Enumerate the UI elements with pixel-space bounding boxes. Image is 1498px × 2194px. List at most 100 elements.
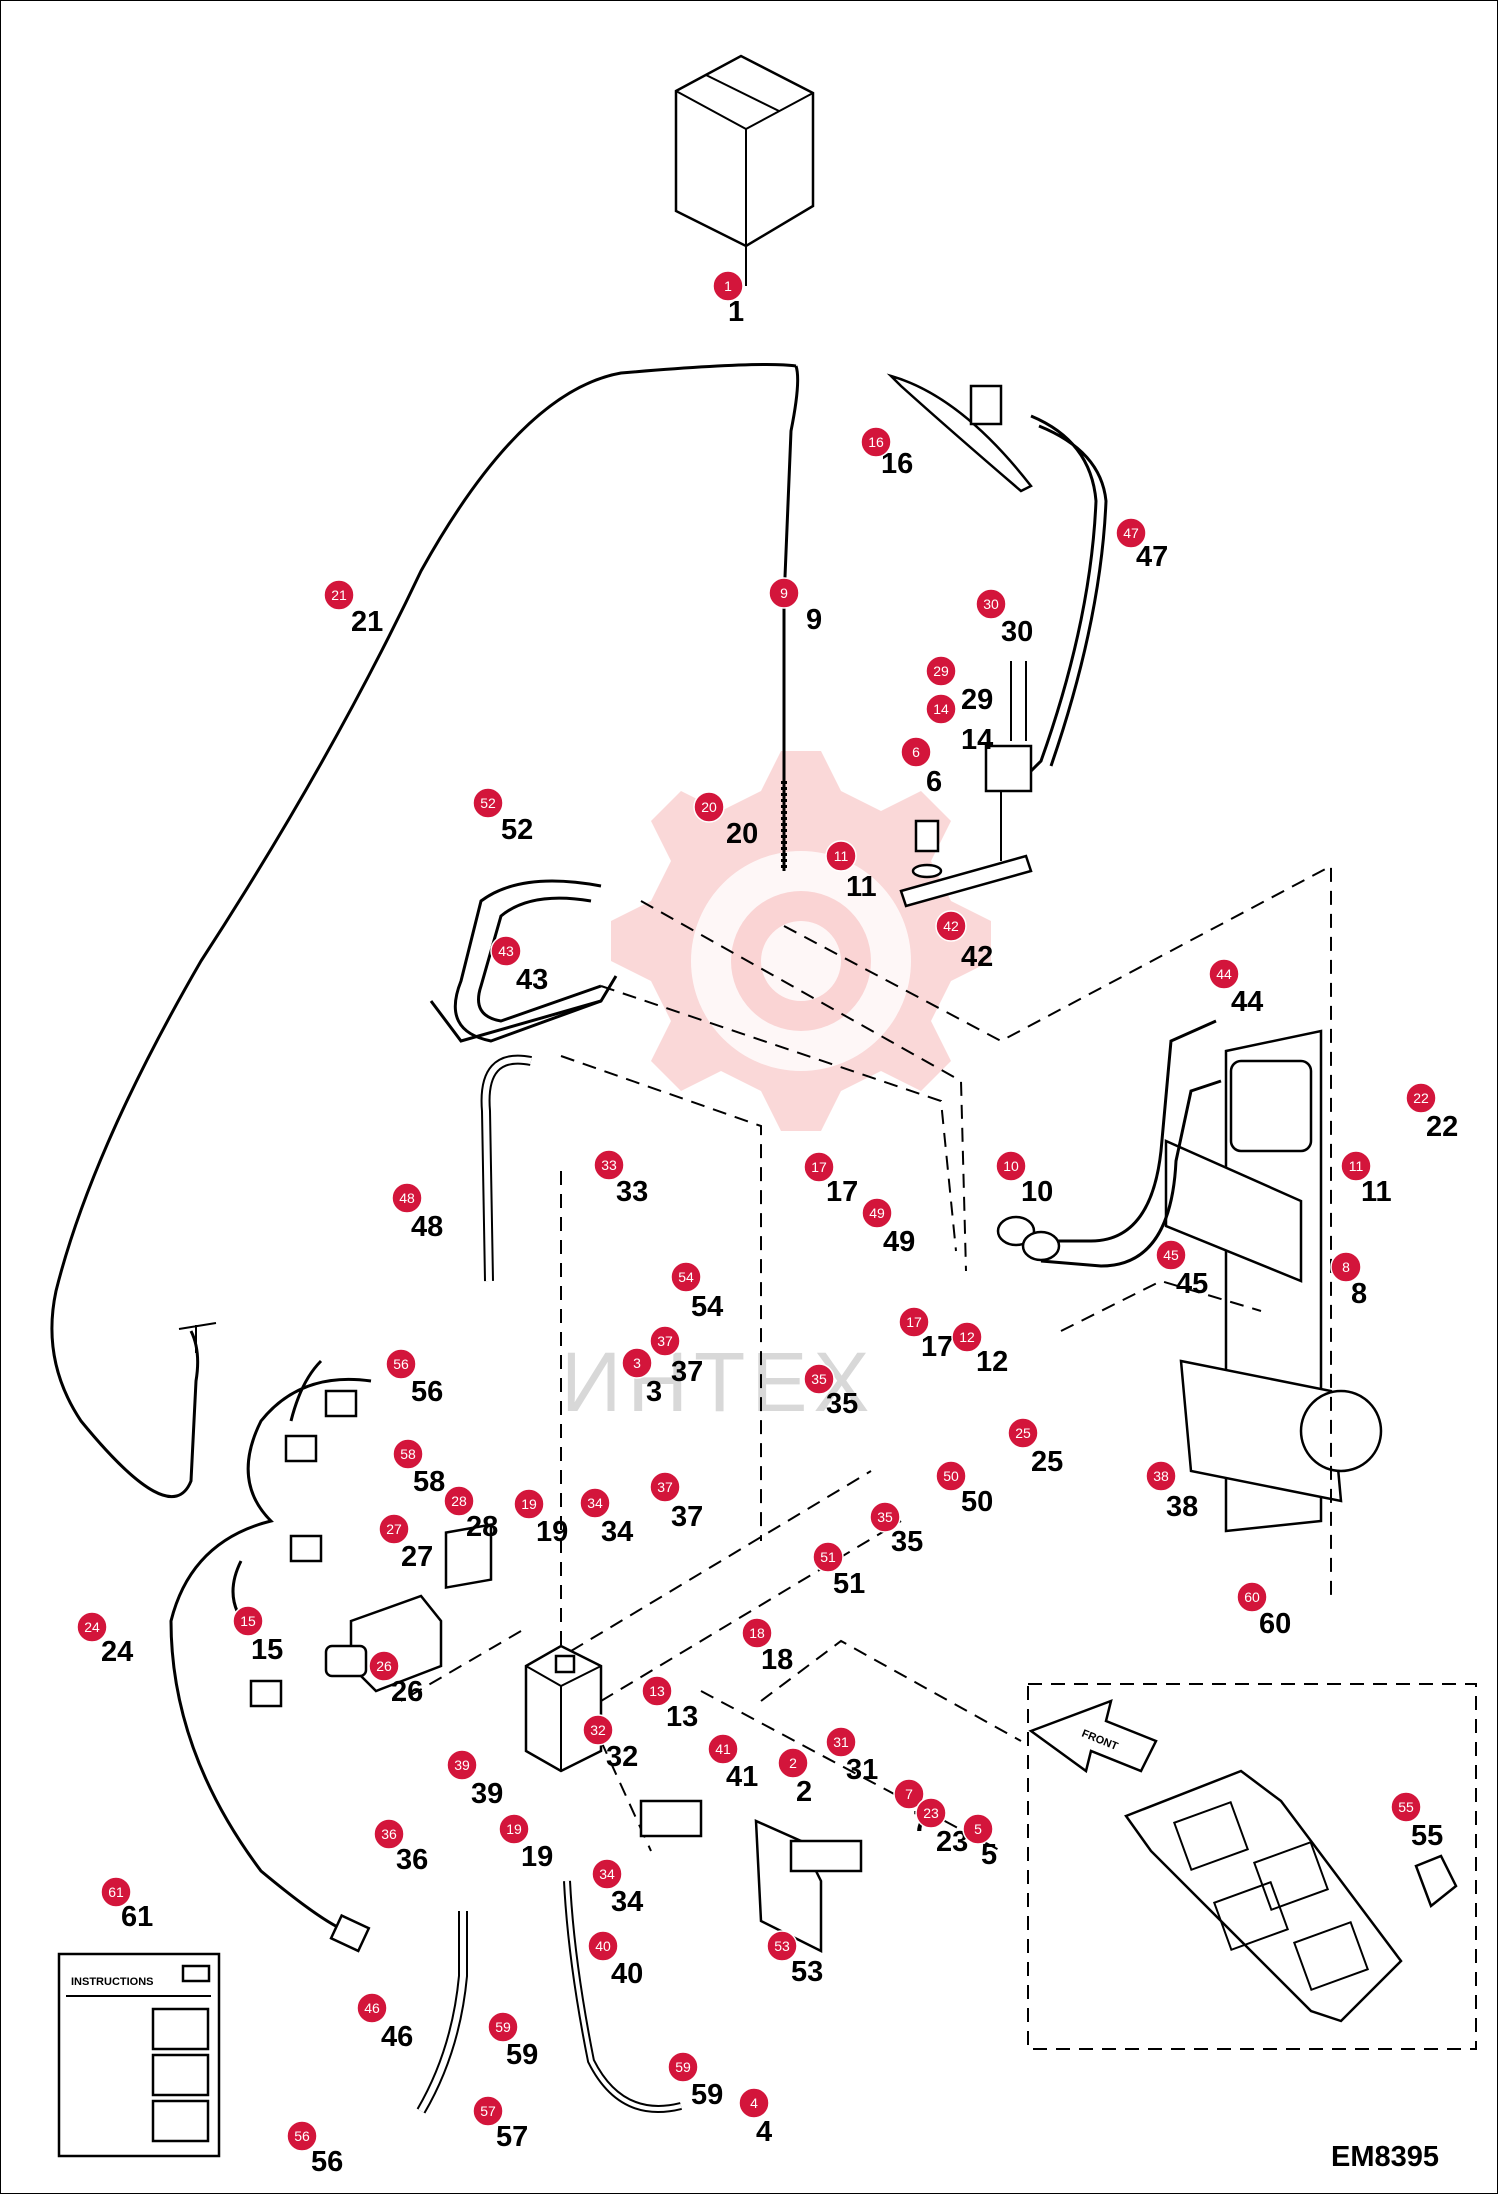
- callout-badge-number: 36: [381, 1826, 397, 1842]
- control-cable: [50, 363, 800, 1499]
- callout-badge-dot: [621, 1347, 653, 1379]
- callout-badge-dot: [1236, 1581, 1268, 1613]
- callout-number-label: 28: [466, 1511, 498, 1543]
- callout-badge-number: 1: [724, 278, 732, 294]
- callout-badge-dot: [490, 935, 522, 967]
- callout-number-label: 59: [691, 2079, 723, 2111]
- callout-badge-dot: [1007, 1417, 1039, 1449]
- callout-badge-dot: [768, 577, 800, 609]
- callout-badge-dot: [392, 1438, 424, 1470]
- callout-number-label: 61: [121, 1901, 153, 1933]
- callout-badge-dot: [587, 1930, 619, 1962]
- callout-badge-dot: [667, 2051, 699, 2083]
- part-hydraulic-tubes: [429, 879, 618, 1043]
- callout-badge-dot: [869, 1501, 901, 1533]
- callout-number-label: 17: [826, 1176, 858, 1208]
- callout-badge-number: 46: [364, 2000, 380, 2016]
- callout-badge-dot: [803, 1151, 835, 1183]
- callout-badge-dot: [373, 1818, 405, 1850]
- callout-badge-dot: [385, 1348, 417, 1380]
- callout-number-label: 34: [601, 1516, 633, 1548]
- callout-number-label: 52: [501, 814, 533, 846]
- callout-2: 22: [777, 1747, 812, 1808]
- callout-badge-number: 53: [774, 1938, 790, 1954]
- callout-badge-number: 16: [868, 434, 884, 450]
- callout-badge-dot: [1340, 1150, 1372, 1182]
- callout-badge-dot: [825, 1726, 857, 1758]
- callout-number-label: 38: [1166, 1491, 1198, 1523]
- callout-badge-number: 18: [749, 1625, 765, 1641]
- callout-number-label: 53: [791, 1956, 823, 1988]
- callout-badge-dot: [1405, 1082, 1437, 1114]
- callout-badge-number: 3: [633, 1355, 641, 1371]
- callout-badge-dot: [712, 270, 744, 302]
- callout-number-label: 50: [961, 1486, 993, 1518]
- callout-number-label: 51: [833, 1568, 865, 1600]
- part-pedal-bracket: [899, 661, 1033, 908]
- connector-56: [324, 1389, 358, 1418]
- inset-front-view: FRONT: [1027, 1683, 1477, 2050]
- callout-4: 44: [738, 2087, 772, 2148]
- callout-badge-dot: [925, 655, 957, 687]
- callout-badge-number: 7: [905, 1786, 913, 1802]
- callout-badge-number: 20: [701, 799, 717, 815]
- callout-number-label: 4: [756, 2116, 772, 2148]
- callout-number-label: 19: [521, 1841, 553, 1873]
- callout-badge-number: 19: [521, 1496, 537, 1512]
- callout-number-label: 6: [926, 766, 942, 798]
- callout-badge-number: 45: [1163, 1247, 1179, 1263]
- callout-number-label: 3: [646, 1376, 662, 1408]
- callout-badge-number: 56: [294, 2128, 310, 2144]
- callout-number-label: 25: [1031, 1446, 1063, 1478]
- callout-number-label: 46: [381, 2021, 413, 2053]
- callout-badge-number: 27: [386, 1521, 402, 1537]
- callout-6: 66: [900, 736, 942, 798]
- callout-badge-dot: [812, 1541, 844, 1573]
- callout-badge-number: 60: [1244, 1589, 1260, 1605]
- callout-badge-number: 10: [1003, 1158, 1019, 1174]
- callout-number-label: 9: [806, 604, 822, 636]
- callout-badge-number: 22: [1413, 1090, 1429, 1106]
- callout-badge-number: 55: [1398, 1799, 1414, 1815]
- callout-number-label: 48: [411, 1211, 443, 1243]
- callout-badge-number: 59: [675, 2059, 691, 2075]
- callout-badge-number: 24: [84, 1619, 100, 1635]
- callout-badge-dot: [898, 1306, 930, 1338]
- callout-badge-number: 25: [1015, 1425, 1031, 1441]
- callout-number-label: 13: [666, 1701, 698, 1733]
- callout-badge-number: 37: [657, 1479, 673, 1495]
- callout-badge-dot: [1115, 517, 1147, 549]
- callout-number-label: 43: [516, 964, 548, 996]
- callout-number-label: 40: [611, 1958, 643, 1990]
- callout-badge-dot: [777, 1747, 809, 1779]
- callout-badge-number: 52: [480, 795, 496, 811]
- part-tube-fittings: [996, 1019, 1222, 1268]
- callout-number-label: 18: [761, 1644, 793, 1676]
- callout-badge-number: 32: [590, 1722, 606, 1738]
- callout-badge-number: 41: [715, 1741, 731, 1757]
- callout-badge-dot: [1155, 1239, 1187, 1271]
- callout-badge-dot: [935, 1460, 967, 1492]
- callout-number-label: 41: [726, 1761, 758, 1793]
